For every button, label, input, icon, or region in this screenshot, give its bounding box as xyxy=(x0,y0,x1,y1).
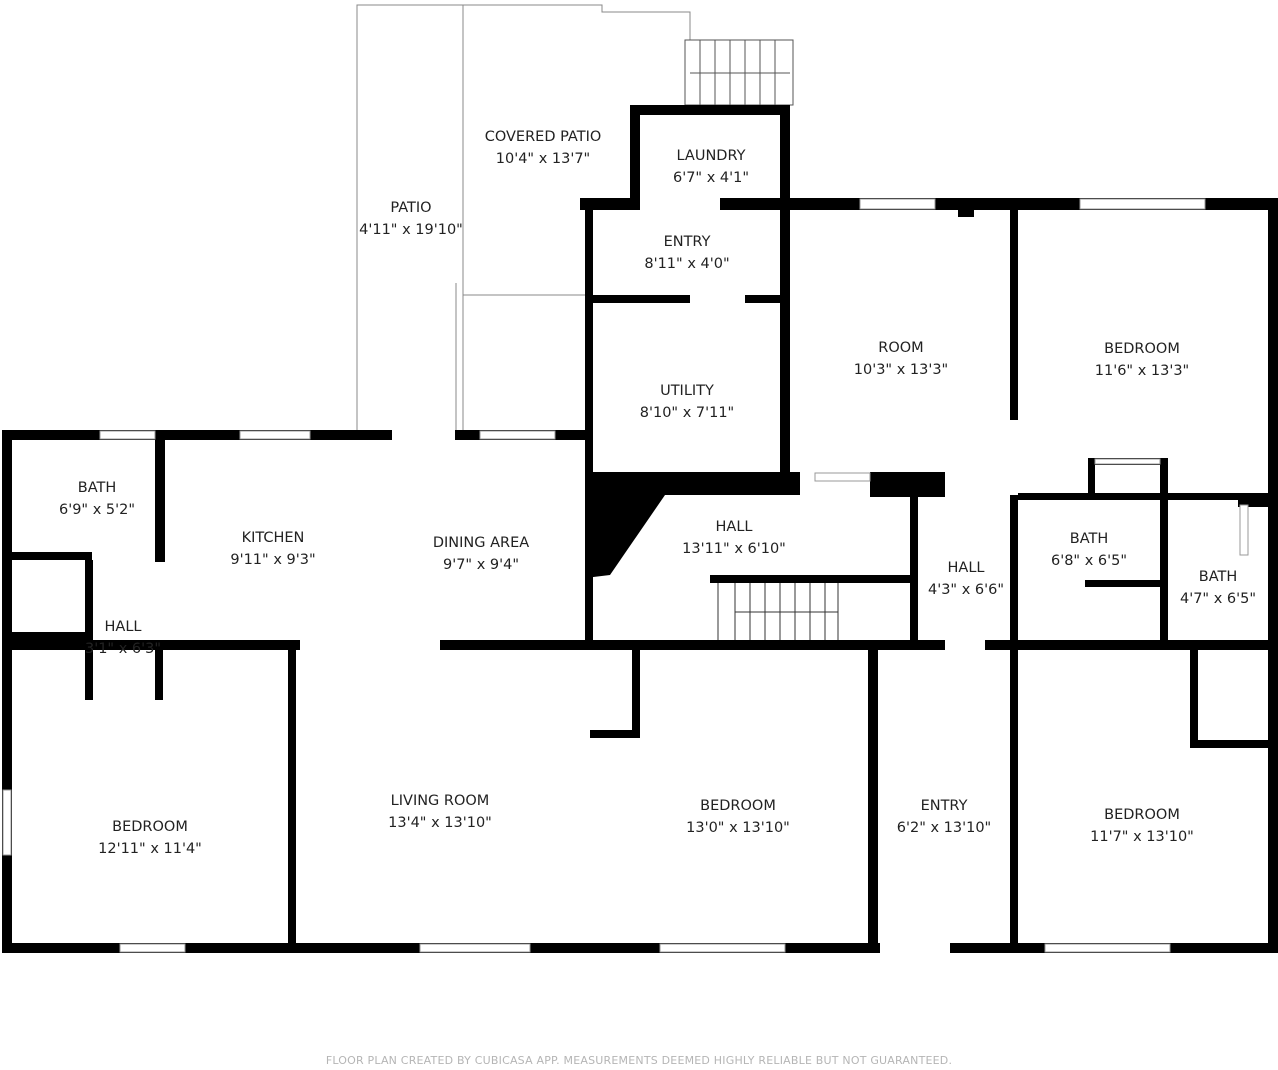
room-label-bedroom-s: BEDROOM 13'0" x 13'10" xyxy=(686,795,790,839)
room-label-entry-s: ENTRY 6'2" x 13'10" xyxy=(897,795,991,839)
interior-stairs xyxy=(717,583,839,640)
room-name: ENTRY xyxy=(663,234,711,250)
room-label-bath-e: BATH 4'7" x 6'5" xyxy=(1180,566,1256,610)
room-label-entry-top: ENTRY 8'11" x 4'0" xyxy=(644,231,729,275)
room-size: 6'8" x 6'5" xyxy=(1050,553,1128,569)
room-size: 4'3" x 6'6" xyxy=(927,582,1005,598)
room-size: 6'2" x 13'10" xyxy=(896,820,992,836)
room-label-living-room: LIVING ROOM 13'4" x 13'10" xyxy=(388,790,492,834)
room-label-bath-w: BATH 6'9" x 5'2" xyxy=(59,477,135,521)
room-label-hall-center: HALL 13'11" x 6'10" xyxy=(682,516,786,560)
room-size: 9'11" x 9'3" xyxy=(230,552,316,568)
room-name: UTILITY xyxy=(660,383,714,399)
room-name: DINING AREA xyxy=(432,535,530,551)
openings xyxy=(300,197,1018,954)
disclaimer-footer: FLOOR PLAN CREATED BY CUBICASA APP. MEAS… xyxy=(325,1054,953,1067)
room-label-utility: UTILITY 8'10" x 7'11" xyxy=(640,380,734,424)
room-label-bath-center: BATH 6'8" x 6'5" xyxy=(1051,528,1127,572)
room-label-patio: PATIO 4'11" x 19'10" xyxy=(359,197,463,241)
room-name: HALL xyxy=(947,560,985,576)
room-size: 6'7" x 4'1" xyxy=(672,170,750,186)
room-label-bedroom-ne: BEDROOM 11'6" x 13'3" xyxy=(1095,338,1189,382)
room-label-laundry: LAUNDRY 6'7" x 4'1" xyxy=(673,145,749,189)
room-name: BEDROOM xyxy=(1104,807,1180,823)
room-size: 4'7" x 6'5" xyxy=(1179,591,1257,607)
room-label-bedroom-se: BEDROOM 11'7" x 13'10" xyxy=(1090,804,1194,848)
room-name: BEDROOM xyxy=(700,798,776,814)
room-name: HALL xyxy=(715,519,753,535)
room-size: 3'1" x 6'3" xyxy=(84,641,162,657)
room-size: 8'11" x 4'0" xyxy=(644,256,730,272)
room-name: BEDROOM xyxy=(1104,341,1180,357)
room-label-hall-small: HALL 4'3" x 6'6" xyxy=(928,557,1004,601)
room-size: 13'0" x 13'10" xyxy=(686,820,790,836)
room-name: BATH xyxy=(1198,569,1238,585)
room-size: 10'3" x 13'3" xyxy=(853,362,949,378)
room-label-bedroom-sw: BEDROOM 12'11" x 11'4" xyxy=(98,816,202,860)
room-name: HALL xyxy=(104,619,142,635)
room-size: 4'11" x 19'10" xyxy=(359,222,463,238)
windows xyxy=(2,198,1249,953)
room-name: KITCHEN xyxy=(241,530,305,546)
room-label-hall-w: HALL 3'1" x 6'3" xyxy=(85,616,161,660)
exterior-stairs xyxy=(684,39,794,106)
room-size: 13'11" x 6'10" xyxy=(682,541,786,557)
room-label-room: ROOM 10'3" x 13'3" xyxy=(854,337,948,381)
room-size: 12'11" x 11'4" xyxy=(98,841,202,857)
room-name: COVERED PATIO xyxy=(484,129,602,145)
patio-outline xyxy=(356,4,691,432)
room-label-kitchen: KITCHEN 9'11" x 9'3" xyxy=(230,527,315,571)
room-size: 11'6" x 13'3" xyxy=(1094,363,1190,379)
room-name: ROOM xyxy=(878,340,924,356)
room-name: ENTRY xyxy=(920,798,968,814)
room-name: LAUNDRY xyxy=(676,148,746,164)
room-size: 13'4" x 13'10" xyxy=(388,815,492,831)
room-name: PATIO xyxy=(390,200,432,216)
room-size: 10'4" x 13'7" xyxy=(495,151,591,167)
room-name: BATH xyxy=(1069,531,1109,547)
room-name: LIVING ROOM xyxy=(390,793,490,809)
room-size: 11'7" x 13'10" xyxy=(1090,829,1194,845)
room-size: 8'10" x 7'11" xyxy=(639,405,735,421)
room-size: 6'9" x 5'2" xyxy=(58,502,136,518)
room-size: 9'7" x 9'4" xyxy=(442,557,519,573)
room-label-covered-patio: COVERED PATIO 10'4" x 13'7" xyxy=(485,126,602,170)
room-name: BATH xyxy=(77,480,117,496)
room-label-dining-area: DINING AREA 9'7" x 9'4" xyxy=(433,532,529,576)
room-name: BEDROOM xyxy=(112,819,188,835)
